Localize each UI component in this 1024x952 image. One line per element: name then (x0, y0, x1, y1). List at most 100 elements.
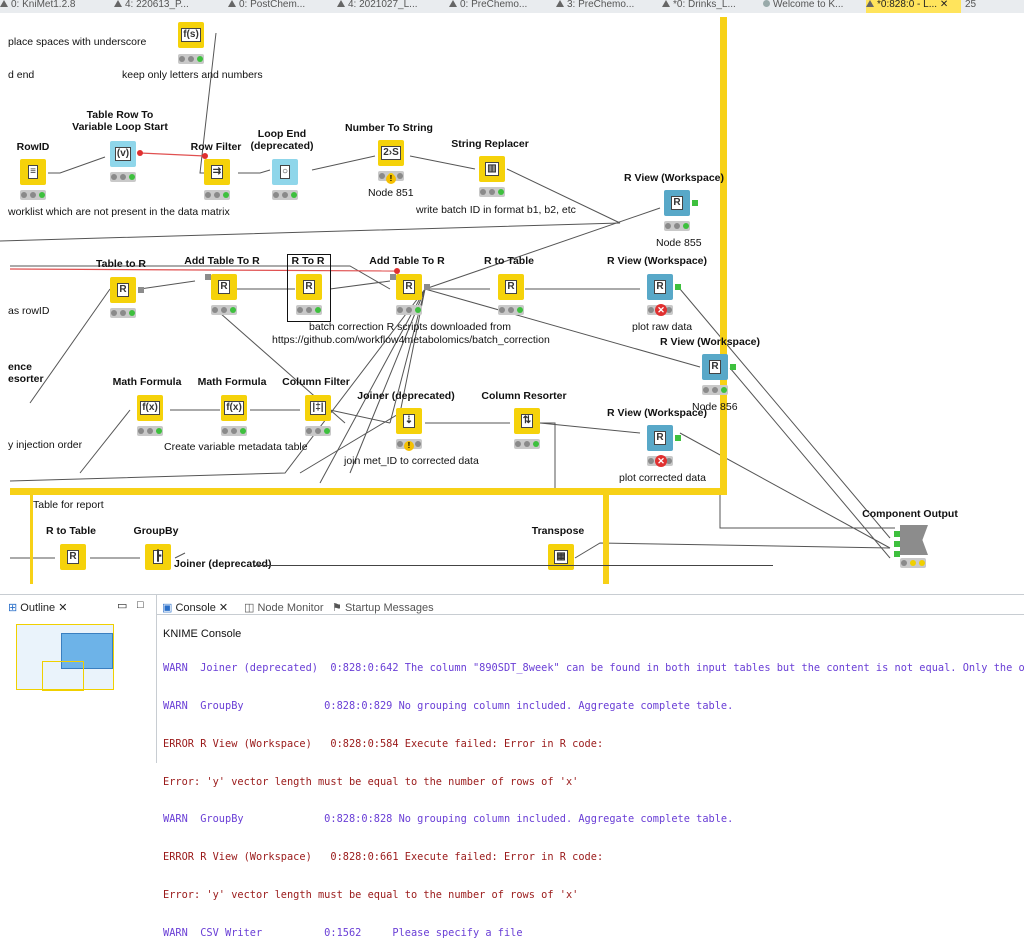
r-to-table-node[interactable]: R (60, 544, 86, 570)
editor-tab[interactable]: 0: KniMet1.2.8 (0, 0, 110, 13)
workflow-canvas[interactable]: place spaces with underscore d end workl… (0, 13, 1024, 584)
horizontal-scrollbar[interactable] (253, 565, 773, 566)
node-title: Math Formula (113, 376, 182, 388)
tab-console[interactable]: ▣ Console ✕ (162, 601, 228, 614)
editor-tab[interactable]: 0: PreChemo... (449, 0, 552, 13)
node-status-lights (396, 305, 422, 315)
loop-start-icon: (v) (115, 147, 131, 161)
r-view-node[interactable]: R (702, 354, 728, 380)
transpose-node[interactable]: ▦ (548, 544, 574, 570)
node-title: Add Table To R (369, 255, 444, 267)
globe-icon (763, 0, 770, 7)
node-status-lights (204, 190, 230, 200)
row-filter-node[interactable]: ⇉ (204, 159, 230, 185)
outline-icon: ⊞ (8, 602, 17, 614)
number-to-string-node[interactable]: 2›S (378, 140, 404, 166)
add-table-to-r-node[interactable]: R (396, 274, 422, 300)
output-port[interactable] (675, 284, 681, 290)
r-to-r-node[interactable]: R (296, 274, 322, 300)
warning-icon: ! (404, 441, 414, 451)
r-view-node[interactable]: R (647, 274, 673, 300)
transpose-icon: ▦ (554, 550, 567, 564)
annotation-text: Table for report (33, 499, 104, 511)
node-comment: Create variable metadata table (164, 441, 308, 453)
editor-tab[interactable]: Welcome to K... (763, 0, 861, 13)
node-comment: Node 851 (368, 187, 414, 199)
input-port[interactable] (894, 551, 900, 557)
console-line: ERROR R View (Workspace) 0:828:0:584 Exe… (163, 738, 1024, 751)
string-replacer-icon: ▥ (485, 162, 498, 176)
node-title: Column Filter (282, 376, 350, 388)
r-icon: R (303, 280, 314, 294)
r-to-table-node[interactable]: R (498, 274, 524, 300)
editor-tab[interactable]: 4: 220613_P... (114, 0, 224, 13)
groupby-icon: ┣ (153, 550, 163, 564)
editor-tab[interactable]: 3: PreChemo... (556, 0, 658, 13)
r-icon: R (403, 280, 414, 294)
r-view-icon: R (654, 431, 665, 445)
node-title: R View (Workspace) (660, 336, 760, 348)
maximize-button[interactable]: □ (137, 599, 144, 611)
row-filter-icon: ⇉ (211, 165, 223, 179)
node-title: Column Resorter (481, 390, 566, 402)
node-status-lights (702, 385, 728, 395)
console-icon: ▣ (162, 602, 172, 614)
node-title: Transpose (532, 525, 585, 537)
node-title: GroupBy (134, 525, 179, 537)
editor-tab[interactable]: *0: Drinks_L... (662, 0, 760, 13)
table-to-r-node[interactable]: R (110, 277, 136, 303)
groupby-node[interactable]: ┣ (145, 544, 171, 570)
close-icon[interactable]: ✕ (219, 602, 228, 614)
column-resorter-node[interactable]: ⇅ (514, 408, 540, 434)
tab-startup-messages[interactable]: ⚑ Startup Messages (332, 601, 434, 614)
node-triangle-icon (228, 0, 236, 7)
node-title: Number To String (345, 122, 433, 134)
output-port[interactable] (675, 435, 681, 441)
rowid-node[interactable]: ≡ (20, 159, 46, 185)
annotation-border (720, 17, 727, 495)
output-port[interactable] (692, 200, 698, 206)
string-manipulation-icon: f(s) (181, 28, 201, 42)
node-title: Component Output (862, 508, 958, 520)
math-formula-node[interactable]: f(x) (221, 395, 247, 421)
string-replacer-node[interactable]: ▥ (479, 156, 505, 182)
close-icon[interactable]: ✕ (940, 0, 948, 10)
r-view-node[interactable]: R (664, 190, 690, 216)
node-comment: write batch ID in format b1, b2, etc (416, 204, 576, 216)
editor-tab-active[interactable]: *0:828:0 - L... ✕ (866, 0, 961, 13)
outline-minimap[interactable] (16, 624, 114, 690)
input-port[interactable] (205, 274, 211, 280)
output-port[interactable] (730, 364, 736, 370)
output-port[interactable] (138, 287, 144, 293)
loop-end-node[interactable]: ○ (272, 159, 298, 185)
tab-node-monitor[interactable]: ◫ Node Monitor (244, 601, 324, 614)
console-output[interactable]: WARN Joiner (deprecated) 0:828:0:642 The… (163, 637, 1024, 952)
output-port[interactable] (424, 284, 430, 290)
r-view-node[interactable]: R (647, 425, 673, 451)
editor-tab[interactable]: 0: PostChem... (228, 0, 333, 13)
loop-start-node[interactable]: (v) (110, 141, 136, 167)
node-triangle-icon (337, 0, 345, 7)
close-icon[interactable]: ✕ (58, 602, 67, 614)
input-port[interactable] (390, 274, 396, 280)
string-manipulation-node[interactable]: f(s) (178, 22, 204, 48)
outline-panel: ⊞ Outline ✕ ▭ □ (0, 594, 157, 763)
column-filter-icon: |‡| (310, 401, 325, 415)
tab-overflow[interactable]: 25 (965, 0, 995, 13)
editor-tab[interactable]: 4: 2021027_L... (337, 0, 445, 13)
console-line: Error: 'y' vector length must be equal t… (163, 776, 1024, 789)
math-formula-icon: f(x) (140, 401, 160, 415)
column-filter-node[interactable]: |‡| (305, 395, 331, 421)
joiner-node[interactable]: ⇣ (396, 408, 422, 434)
add-table-to-r-node[interactable]: R (211, 274, 237, 300)
math-formula-node[interactable]: f(x) (137, 395, 163, 421)
node-status-lights (479, 187, 505, 197)
node-title: Row Filter (191, 141, 242, 153)
input-port[interactable] (894, 531, 900, 537)
node-status-lights (178, 54, 204, 64)
input-port[interactable] (894, 541, 900, 547)
minimize-button[interactable]: ▭ (117, 599, 127, 612)
node-title: R To R (291, 255, 324, 267)
console-line: ERROR R View (Workspace) 0:828:0:661 Exe… (163, 851, 1024, 864)
tab-outline[interactable]: ⊞ Outline ✕ (8, 601, 67, 614)
